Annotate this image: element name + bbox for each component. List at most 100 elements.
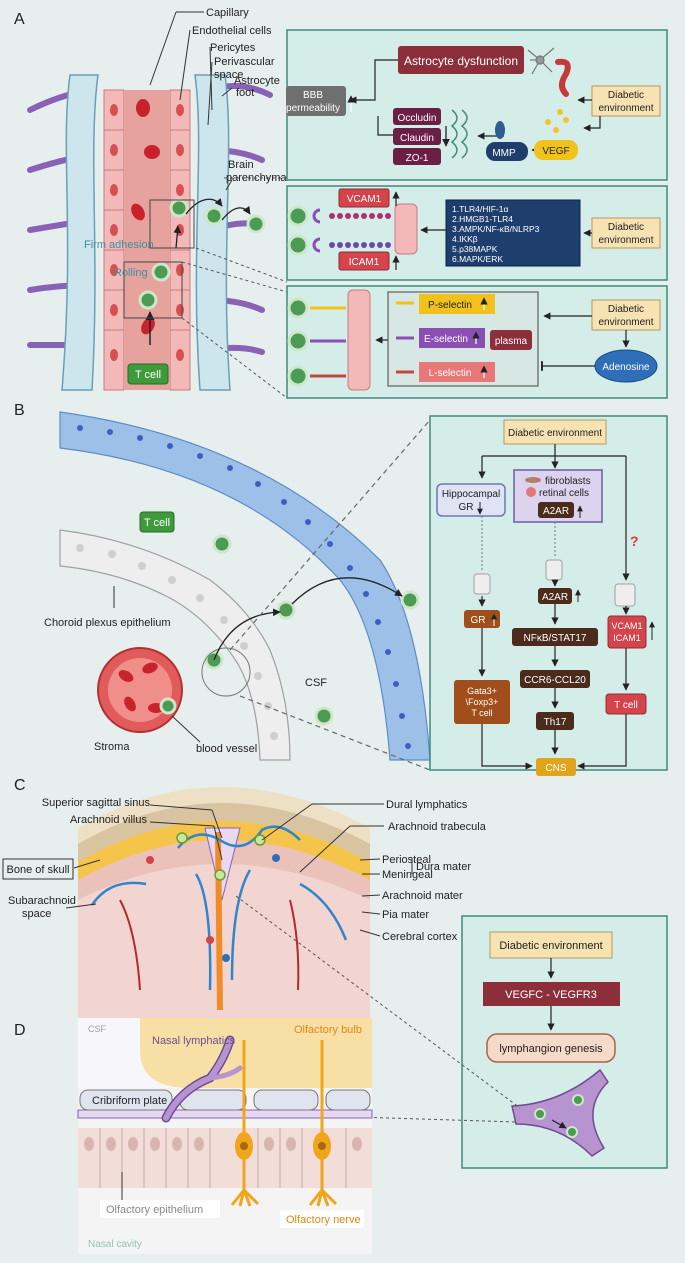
dural-lymphatics-label: Dural lymphatics <box>386 799 468 811</box>
perivascular-space-label-2: space <box>214 69 243 81</box>
epithelium-cells <box>99 1128 347 1188</box>
l-selectin-label: L-selectin <box>429 368 472 379</box>
mmp-box <box>486 142 528 161</box>
lymphatic-vessels <box>90 825 348 991</box>
rolling-label: Rolling <box>114 267 148 279</box>
choroid-plexus-epithelium <box>59 529 291 761</box>
pericyte-left <box>61 74 99 391</box>
panel-d-label: D <box>14 1022 26 1039</box>
ccr6-ccl20-label: CCR6-CCL20 <box>524 675 586 686</box>
falx-vessel <box>215 831 223 1011</box>
vessel-icon <box>555 58 571 97</box>
retinal-cells-label: retinal cells <box>539 488 589 499</box>
a2ar-top-label: A2AR <box>543 506 569 517</box>
occludin-box <box>393 108 441 125</box>
csf-label-b: CSF <box>305 677 327 689</box>
hippocampal-gr-box <box>436 483 506 517</box>
subarachnoid-layer <box>78 835 370 900</box>
epithelial-cell-icons-b <box>473 559 636 607</box>
zoom-box-rolling <box>123 261 183 319</box>
plasma-box <box>490 330 532 350</box>
brain-parenchyma-label-2: parenchyma <box>226 172 287 184</box>
firm-adhesion-label: Firm adhesion <box>84 239 154 251</box>
pathways-box <box>445 199 581 267</box>
icam1-box <box>338 251 390 271</box>
meningeal-label: Meningeal <box>382 869 433 881</box>
t-cells-vessel <box>138 198 266 310</box>
cribriform-plate-label: Cribriform plate <box>92 1095 167 1107</box>
th17-label: Th17 <box>544 717 567 728</box>
lymphatic-band <box>77 1109 373 1119</box>
panel-a-box-astrocyte: Astrocyte dysfunction Diabetic environme… <box>286 29 668 181</box>
t-cell-badge-b <box>139 511 175 533</box>
fibroblast-icon <box>525 477 541 483</box>
t-cell-badge-label: T cell <box>135 369 161 381</box>
panel-b-label: B <box>14 402 25 419</box>
perivascular-space-label-1: Perivascular <box>214 56 275 68</box>
cortex-layer <box>78 837 370 1018</box>
bone-of-skull-box <box>2 858 74 880</box>
vcam1-label: VCAM1 <box>347 194 382 205</box>
endothelial-cell-a3 <box>347 289 371 391</box>
gata3-l2: \Foxp3+ <box>466 697 499 707</box>
zoom-connector-d <box>355 1116 517 1123</box>
zo1-label: ZO-1 <box>406 153 429 164</box>
claudin-label: Claudin <box>400 133 434 144</box>
csf-label-d: CSF <box>88 1024 107 1034</box>
pathway-5: 5.p38MAPK <box>452 244 498 254</box>
label-leaders-a <box>149 11 233 191</box>
panel-a-label: A <box>14 11 25 28</box>
retinal-cell-icon <box>526 487 536 497</box>
bbb-label-1: BBB <box>303 90 323 101</box>
astrocyte-foot-label-1: Astrocyte <box>234 75 280 87</box>
periosteal-label: Periosteal <box>382 854 431 866</box>
lymphangion-box <box>486 1033 616 1063</box>
migration-arrow-2 <box>185 198 223 215</box>
capillary-lumen <box>124 90 170 390</box>
migration-arrow-4 <box>173 225 182 249</box>
pericytes-label: Pericytes <box>210 42 256 54</box>
pericyte-right <box>194 74 231 391</box>
bbb-label-2: permeability <box>286 103 340 114</box>
superior-sagittal-sinus-label: Superior sagittal sinus <box>42 797 151 809</box>
diabetic-environment-c: Diabetic environment <box>499 940 602 952</box>
vegf-label: VEGF <box>542 146 569 157</box>
nasal-lymphatics-label: Nasal lymphatics <box>152 1035 236 1047</box>
gata3-l1: Gata3+ <box>467 686 497 696</box>
vegf-box <box>534 140 578 160</box>
arachnoid-trabecula-label: Arachnoid trabecula <box>388 821 487 833</box>
diabetic-environment-box-3 <box>591 299 661 331</box>
hippocampal-l2: GR <box>459 502 474 513</box>
pathway-1: 1.TLR4/HIF-1α <box>452 204 508 214</box>
olfactory-epithelium-label: Olfactory epithelium <box>106 1204 203 1216</box>
adenosine-label: Adenosine <box>602 362 650 373</box>
astrocyte-dysfunction-box <box>398 46 524 74</box>
a2ar-top-box <box>538 502 574 518</box>
pathway-4: 4.IKKβ <box>452 234 478 244</box>
olfactory-bulb-region <box>140 1018 372 1088</box>
dotted-links-b <box>481 516 556 572</box>
panel-c-label: C <box>14 777 26 794</box>
panel-a-box-adhesion: VCAM1 ICAM1 1.TLR4/HIF-1α 2.HMGB1-TLR4 3… <box>286 185 668 281</box>
stroma-label: Stroma <box>94 741 130 753</box>
immune-cells-c <box>146 832 280 962</box>
icam1-label-b: ICAM1 <box>613 633 641 643</box>
diabetic-environment-2-l2: environment <box>598 235 653 246</box>
vcam1-label-b: VCAM1 <box>611 621 642 631</box>
cns-box <box>536 758 576 776</box>
epithelium-nuclei-d <box>84 1137 362 1151</box>
olfactory-bulb-label: Olfactory bulb <box>294 1024 362 1036</box>
t-cell-b-label: T cell <box>144 517 170 529</box>
lymphangion-label: lymphangion genesis <box>499 1043 603 1055</box>
l-selectin-box <box>419 362 495 382</box>
choroid-plexus-illustration: T cell Choroid plexus epithelium CSF Str… <box>44 411 431 771</box>
endothelium-right <box>169 89 191 391</box>
arachnoid-villus-label: Arachnoid villus <box>70 814 148 826</box>
cerebral-cortex-label: Cerebral cortex <box>382 931 458 943</box>
rbc-b <box>118 662 164 713</box>
pathway-2: 2.HMGB1-TLR4 <box>452 214 513 224</box>
label-leaders-c <box>73 803 413 937</box>
claudin-box <box>393 128 441 145</box>
zoom-circle-b <box>201 647 251 697</box>
